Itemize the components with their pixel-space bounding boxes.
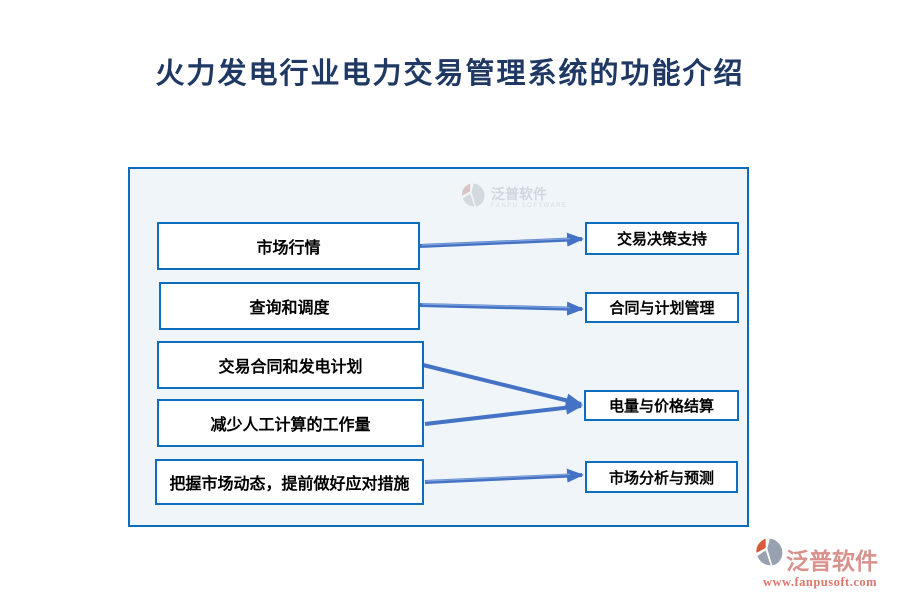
node-trading-decision-support: 交易决策支持 bbox=[585, 222, 739, 255]
footer-logo: 泛普软件 www.fanpusoft.com bbox=[754, 536, 886, 590]
watermark-brand: 泛普软件 bbox=[491, 185, 547, 202]
node-label: 交易决策支持 bbox=[616, 231, 707, 248]
node-grasp-market-dynamics: 把握市场动态，提前做好应对措施 bbox=[155, 459, 424, 505]
node-label: 减少人工计算的工作量 bbox=[210, 417, 371, 434]
node-label: 市场行情 bbox=[256, 240, 321, 257]
node-quantity-price-settlement: 电量与价格结算 bbox=[584, 390, 739, 421]
page-title: 火力发电行业电力交易管理系统的功能介绍 bbox=[155, 58, 745, 90]
node-market-analysis-forecast: 市场分析与预测 bbox=[585, 461, 738, 493]
node-market-quotes: 市场行情 bbox=[157, 222, 420, 270]
node-contract-plan-management: 合同与计划管理 bbox=[585, 292, 739, 323]
node-contracts-generation-plan: 交易合同和发电计划 bbox=[157, 341, 424, 389]
node-label: 合同与计划管理 bbox=[609, 300, 715, 317]
node-label: 把握市场动态，提前做好应对措施 bbox=[169, 476, 410, 493]
node-query-dispatch: 查询和调度 bbox=[159, 282, 420, 330]
node-label: 电量与价格结算 bbox=[608, 398, 714, 415]
node-reduce-manual-calculation: 减少人工计算的工作量 bbox=[157, 399, 424, 447]
node-label: 查询和调度 bbox=[249, 300, 330, 317]
node-label: 交易合同和发电计划 bbox=[218, 359, 363, 376]
watermark-subtitle: FANPU SOFTWARE bbox=[491, 202, 568, 209]
watermark: 泛普软件 FANPU SOFTWARE bbox=[460, 182, 567, 213]
footer-url: www.fanpusoft.com bbox=[762, 575, 878, 589]
footer-brand: 泛普软件 bbox=[786, 549, 878, 574]
fanpu-logo-icon bbox=[754, 536, 784, 573]
node-label: 市场分析与预测 bbox=[608, 469, 714, 487]
diagram-panel: 泛普软件 FANPU SOFTWARE 市场行情 查询和调度 bbox=[128, 167, 749, 527]
fanpu-logo-icon bbox=[460, 182, 486, 213]
